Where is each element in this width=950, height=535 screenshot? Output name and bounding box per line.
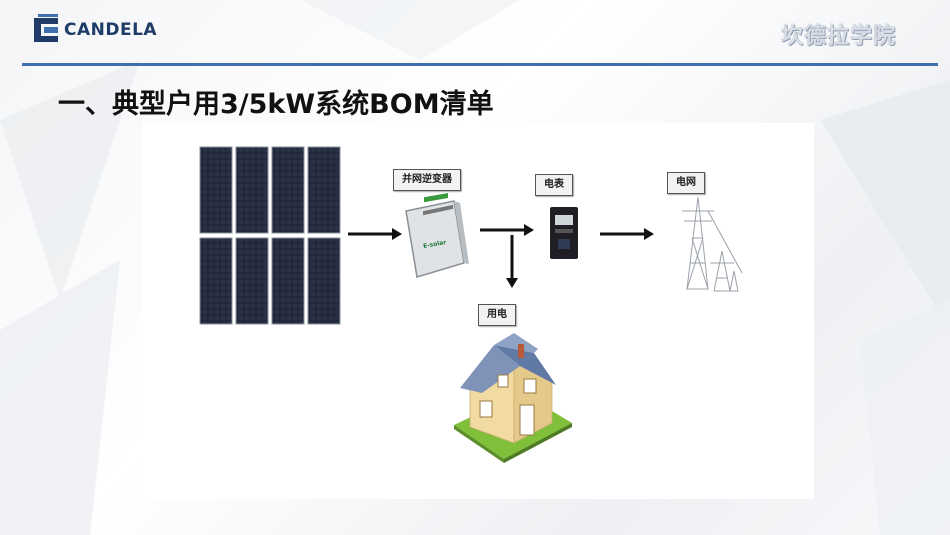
arrow-down-icon bbox=[506, 235, 518, 288]
arrow-right-icon bbox=[348, 228, 402, 240]
solar-panel-array-icon bbox=[199, 146, 341, 325]
academy-watermark: 坎德拉学院 bbox=[780, 24, 896, 49]
header-divider bbox=[22, 63, 938, 66]
inverter-label: 并网逆变器 bbox=[393, 169, 461, 191]
diagram-graphics bbox=[199, 146, 743, 463]
transmission-tower-icon bbox=[682, 196, 743, 292]
logo-text: CANDELA bbox=[64, 20, 158, 40]
pv-system-diagram: 并网逆变器 电表 电网 用电 E-solar bbox=[142, 123, 814, 499]
load-label: 用电 bbox=[478, 304, 516, 326]
candela-logo-icon bbox=[34, 14, 58, 42]
arrow-right-icon bbox=[600, 228, 654, 240]
electric-meter-icon bbox=[550, 207, 578, 259]
meter-label: 电表 bbox=[535, 174, 573, 196]
house-icon bbox=[454, 333, 572, 463]
arrow-right-icon bbox=[480, 224, 534, 236]
grid-label: 电网 bbox=[667, 172, 705, 194]
candela-logo: CANDELA bbox=[32, 14, 157, 46]
page-title: 一、典型户用3/5kW系统BOM清单 bbox=[58, 89, 494, 120]
